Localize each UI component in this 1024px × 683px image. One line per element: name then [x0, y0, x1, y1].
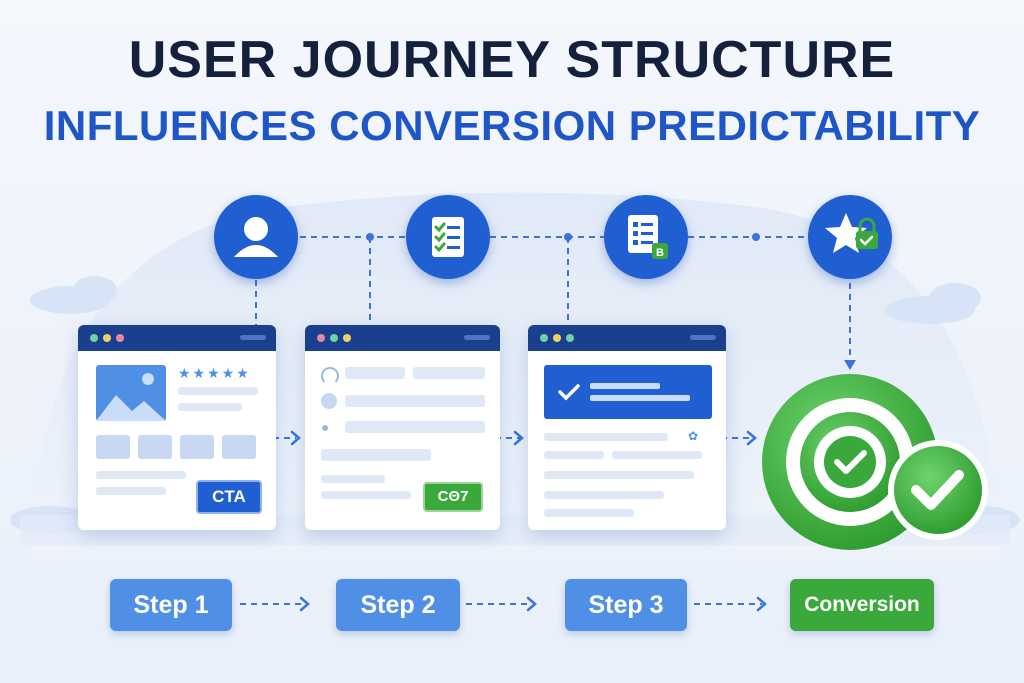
conversion-target-icon [760, 370, 1000, 560]
info-icon [321, 367, 339, 385]
star-lock-icon [808, 195, 892, 279]
gear-icon: ✿ [688, 429, 699, 443]
confirmation-banner [544, 365, 712, 419]
page-window-1: ★★★★★ CTA [78, 325, 276, 530]
conversion-label: Conversion [790, 579, 934, 631]
cta-button[interactable]: CTA [196, 480, 262, 514]
title-line-2: INFLUENCES CONVERSION PREDICTABILITY [43, 102, 981, 149]
user-field-icon: ● [321, 419, 330, 435]
window-titlebar [528, 325, 726, 351]
page-window-2: ● CΘ7 [305, 325, 500, 530]
rating-stars: ★★★★★ [178, 365, 251, 381]
svg-text:B: B [656, 247, 664, 259]
user-icon [214, 195, 298, 279]
window-titlebar [78, 325, 276, 351]
step-2-label: Step 2 [336, 579, 460, 631]
continue-button[interactable]: CΘ7 [423, 482, 483, 512]
radio-icon [321, 393, 337, 409]
title-line-1: USER JOURNEY STRUCTURE [128, 31, 896, 89]
step-3-label: Step 3 [565, 579, 687, 631]
checklist-icon [406, 195, 490, 279]
window-titlebar [305, 325, 500, 351]
page-window-3: ✿ [528, 325, 726, 530]
form-icon: B [604, 195, 688, 279]
image-placeholder [96, 365, 166, 421]
step-1-label: Step 1 [110, 579, 232, 631]
